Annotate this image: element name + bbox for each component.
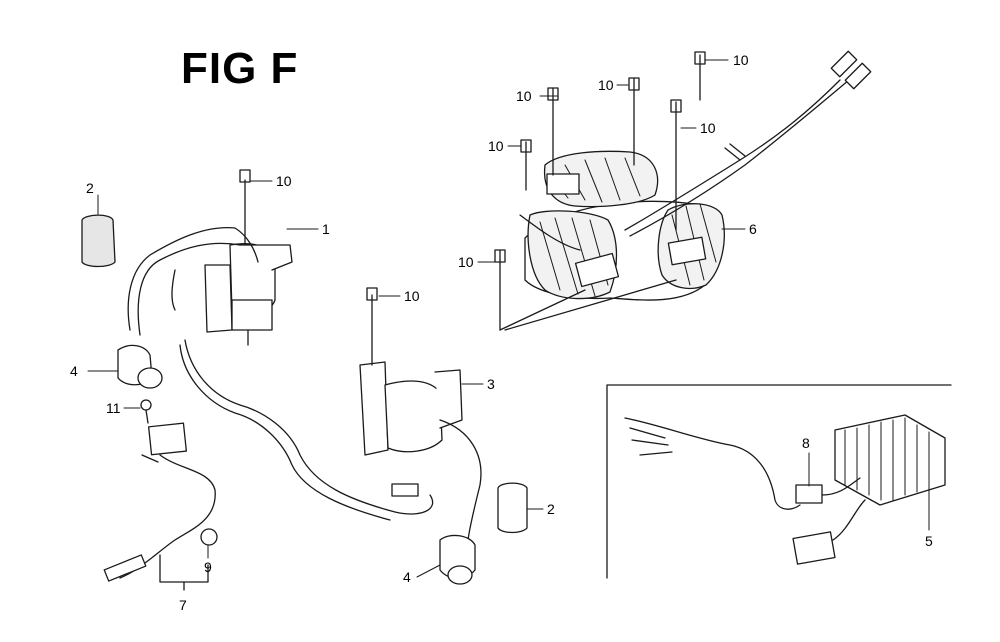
callout-10-stator-f: 10 — [458, 254, 474, 270]
callout-10-stator-b: 10 — [598, 77, 614, 93]
nut — [200, 528, 218, 546]
wire-harness — [103, 226, 482, 591]
callout-10-coil3: 10 — [404, 288, 420, 304]
spark-plug-cap-upper — [117, 344, 163, 389]
inset-box-frame — [606, 384, 952, 579]
callout-5: 5 — [925, 533, 933, 549]
callout-9: 9 — [204, 559, 212, 575]
callout-8: 8 — [802, 435, 810, 451]
spark-plug-cap-lower — [439, 534, 476, 585]
callout-7: 7 — [179, 597, 187, 613]
leader-lines — [87, 59, 930, 578]
callout-4-lower: 4 — [403, 569, 411, 585]
callout-6: 6 — [749, 221, 757, 237]
callout-10-stator-c: 10 — [733, 52, 749, 68]
kill-switch-box — [140, 399, 188, 463]
regulator-rectifier — [624, 414, 946, 565]
callout-2-upper: 2 — [86, 180, 94, 196]
callout-4-upper: 4 — [70, 363, 78, 379]
grommet-lower — [497, 482, 528, 534]
stator-assembly — [519, 50, 872, 301]
callout-3: 3 — [487, 376, 495, 392]
callout-1: 1 — [322, 221, 330, 237]
callout-10-stator-e: 10 — [488, 138, 504, 154]
ignition-coil-lower — [359, 287, 463, 456]
callout-10-stator-d: 10 — [700, 120, 716, 136]
callout-2-lower: 2 — [547, 501, 555, 517]
callout-10-stator-a: 10 — [516, 88, 532, 104]
callout-11: 11 — [106, 400, 121, 416]
ignition-coil-upper — [204, 169, 293, 346]
grommet-upper — [81, 214, 116, 268]
callout-10-coil1: 10 — [276, 173, 292, 189]
figure-title: FIG F — [181, 44, 299, 93]
